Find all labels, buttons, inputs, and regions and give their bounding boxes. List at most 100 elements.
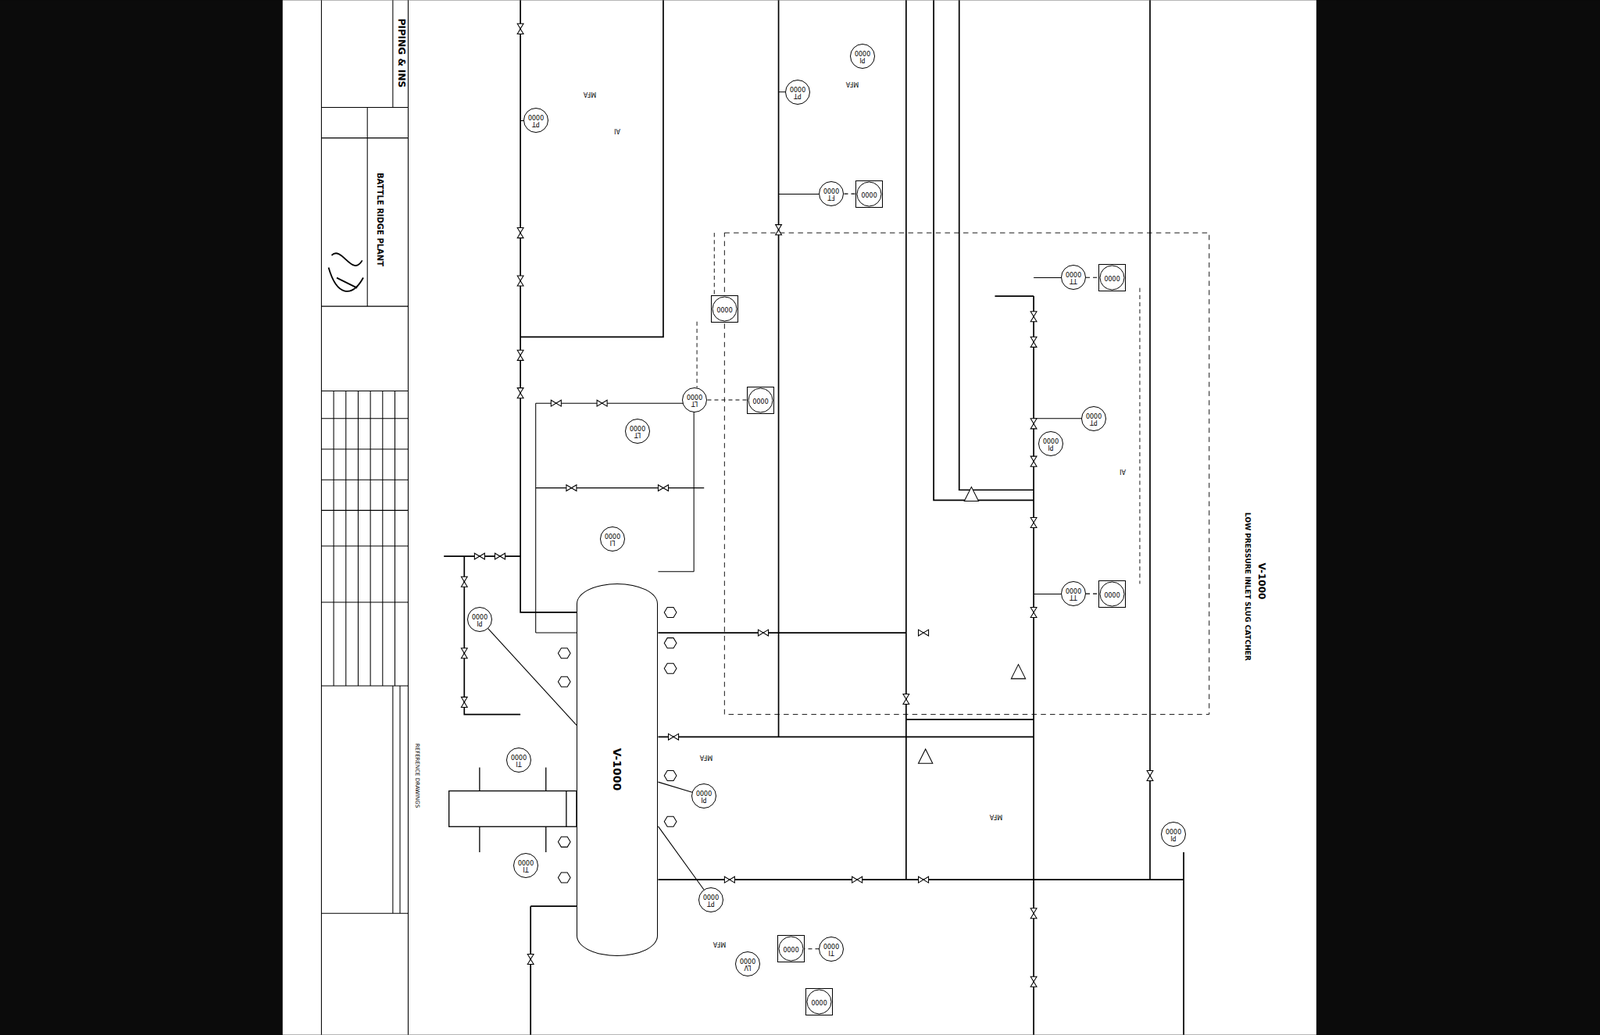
- instrument-function: PI: [1048, 443, 1054, 451]
- display-circle: [1100, 582, 1125, 607]
- impulse-connector: [488, 628, 577, 726]
- vessel-nozzle: [664, 638, 677, 649]
- gate-valve: [517, 275, 524, 286]
- panel-instrument: 0000: [805, 988, 833, 1016]
- gate-valve: [517, 350, 524, 361]
- instrument-bubble: PI0000: [1038, 431, 1064, 457]
- instrument-bubble: LI0000: [600, 526, 625, 552]
- equipment-tag: V-1000: [1256, 562, 1267, 601]
- tag-number: 0000: [703, 892, 719, 900]
- gate-valve: [517, 228, 524, 239]
- tag-number: 0000: [1085, 411, 1102, 419]
- gate-valve: [1030, 908, 1037, 919]
- tag-number: 0000: [716, 305, 733, 313]
- gate-valve: [596, 400, 608, 407]
- gate-valve: [1030, 607, 1037, 618]
- gate-valve: [527, 954, 534, 965]
- panel-instrument: 0000: [1098, 264, 1126, 292]
- tag-number: 0000: [1165, 827, 1182, 835]
- instrument-function: TI: [515, 760, 522, 768]
- air-supply-note: AI: [613, 127, 622, 135]
- display-circle: [748, 388, 773, 413]
- gate-valve: [1030, 336, 1037, 347]
- tag-number: 0000: [686, 392, 703, 400]
- instrument-function: FT: [828, 193, 836, 201]
- tag-number: 0000: [823, 942, 840, 950]
- gate-valve: [1030, 418, 1037, 429]
- vessel-nozzle: [664, 663, 677, 674]
- instrument-bubble: TI0000: [513, 853, 539, 879]
- package-boundary: [724, 232, 1209, 715]
- gate-valve: [494, 553, 505, 560]
- instrument-bubble: PT0000: [523, 107, 549, 133]
- display-circle: [712, 296, 737, 322]
- instrument-function: LI: [609, 539, 615, 547]
- signal-connector: [804, 948, 820, 950]
- instrument-function: LV: [744, 964, 752, 972]
- revision-delta: [1010, 664, 1025, 679]
- reference-heading: REFERENCE DRAWINGS: [413, 742, 420, 809]
- instrument-bubble: FT0000: [818, 181, 844, 207]
- gate-valve: [517, 388, 524, 399]
- instrument-function: TI: [828, 949, 835, 957]
- gate-valve: [517, 23, 524, 34]
- panel-instrument: 0000: [710, 295, 739, 323]
- signal-connector: [843, 193, 856, 195]
- instrument-bubble: TI0000: [818, 936, 844, 962]
- tag-number: 0000: [1065, 270, 1082, 278]
- impulse-connector: [657, 826, 704, 890]
- tag-number: 0000: [1104, 274, 1121, 282]
- valve-note: MFA: [844, 80, 859, 88]
- tag-number: 0000: [471, 612, 488, 620]
- tag-number: 0000: [861, 190, 878, 198]
- impulse-connector: [657, 782, 692, 793]
- instrument-function: LT: [691, 400, 698, 408]
- valve-note: MFA: [699, 753, 714, 761]
- valve-note: MFA: [989, 812, 1004, 820]
- project-name: BATTLE RIDGE PLANT: [375, 171, 384, 268]
- instrument-bubble: TI0000: [506, 747, 532, 773]
- instrument-function: PT: [1089, 418, 1098, 426]
- exchanger-shell: [449, 791, 577, 828]
- instrument-function: PT: [532, 120, 540, 128]
- gate-valve: [550, 400, 561, 407]
- tag-number: 0000: [629, 424, 646, 432]
- instrument-bubble: LT0000: [625, 418, 650, 444]
- instrument-bubble: PT0000: [698, 887, 724, 913]
- vessel-nozzle: [557, 872, 571, 883]
- panel-instrument: 0000: [1098, 580, 1126, 608]
- instrument-bubble: PI0000: [467, 607, 493, 633]
- instrument-bubble: PI0000: [850, 43, 875, 69]
- gate-valve: [918, 629, 929, 636]
- display-circle: [807, 989, 832, 1015]
- instrument-function: PT: [707, 900, 716, 908]
- vessel-nozzle: [557, 676, 571, 687]
- instrument-bubble: LT0000: [682, 387, 708, 413]
- instrument-bubble: PT0000: [1081, 406, 1107, 432]
- tag-number: 0000: [510, 753, 526, 761]
- gate-valve: [852, 876, 863, 883]
- instrument-function: PT: [794, 92, 803, 100]
- tag-number: 0000: [1104, 590, 1121, 598]
- instrument-bubble: PI0000: [691, 783, 717, 809]
- gate-valve: [903, 693, 910, 704]
- panel-instrument: 0000: [746, 386, 775, 415]
- display-circle: [857, 182, 882, 207]
- exchanger-nozzles: [479, 767, 567, 853]
- tag-number: 0000: [696, 789, 712, 797]
- instrument-function: PI: [859, 56, 865, 64]
- vessel-nozzle: [557, 836, 571, 847]
- gate-valve: [1030, 456, 1037, 467]
- tag-number: 0000: [517, 858, 533, 866]
- display-circle: [778, 936, 804, 961]
- gate-valve: [460, 696, 468, 708]
- gate-valve: [1030, 976, 1037, 987]
- gate-valve: [757, 629, 768, 636]
- instrument-function: PI: [476, 619, 483, 627]
- signal-connector: [1085, 277, 1099, 279]
- revision-delta: [918, 749, 933, 764]
- instrument-function: PI: [1170, 834, 1176, 842]
- signal-connector: [1085, 593, 1099, 595]
